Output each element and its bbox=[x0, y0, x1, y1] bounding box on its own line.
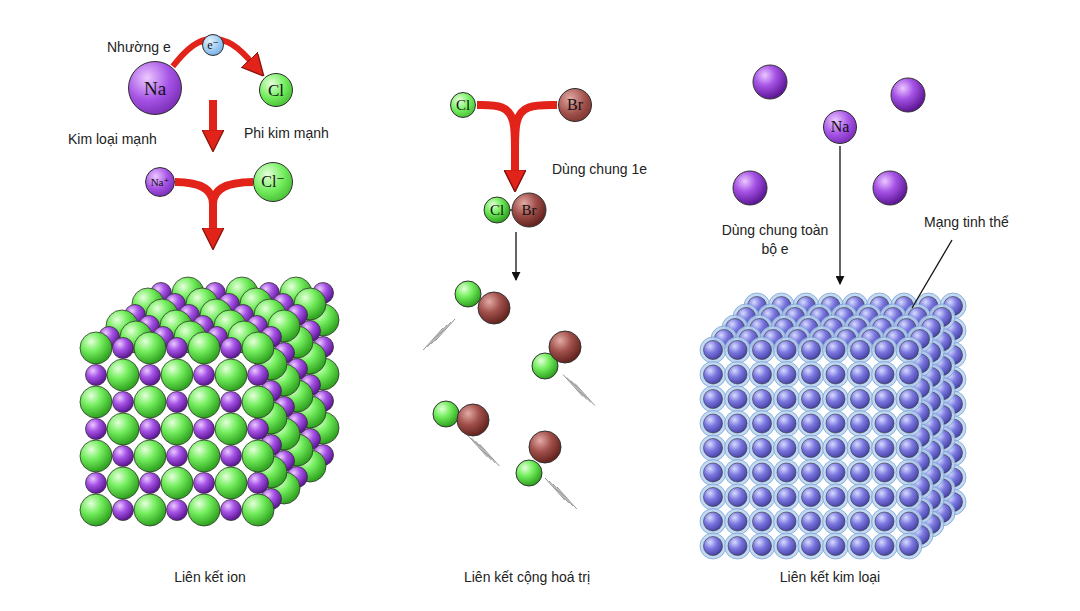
atom-symbol: Na⁺ bbox=[151, 177, 170, 188]
pointer-arrow bbox=[839, 146, 840, 284]
atom-circle: Cl bbox=[259, 73, 293, 107]
leader-line bbox=[912, 240, 952, 308]
atom-circle: Br bbox=[558, 88, 592, 122]
merge-arrow bbox=[213, 182, 253, 232]
merge-arrow bbox=[175, 182, 213, 232]
atom-symbol: Cl bbox=[490, 203, 504, 218]
atom-symbol: Br bbox=[567, 97, 583, 113]
annotation-label: Kim loại mạnh bbox=[68, 130, 157, 149]
annotation-label: Dùng chung 1e bbox=[552, 160, 647, 179]
nacl-crystal bbox=[80, 277, 339, 526]
atom-symbol: Cl⁻ bbox=[261, 174, 285, 190]
atom-symbol: Cl bbox=[268, 82, 284, 99]
atom-circle: Na bbox=[823, 110, 857, 144]
flying-molecules bbox=[423, 281, 595, 509]
annotation-label: Mạng tinh thể bbox=[924, 213, 1009, 232]
annotation-label: Dùng chung toàn bộ e bbox=[719, 221, 831, 259]
atom-circle: e⁻ bbox=[202, 34, 224, 56]
annotation-label: Phi kim mạnh bbox=[244, 124, 329, 143]
reaction-arrow bbox=[515, 105, 557, 174]
pointer-arrow bbox=[515, 232, 516, 280]
process-arrow bbox=[209, 100, 217, 134]
metal-lattice bbox=[700, 293, 966, 559]
atom-symbol: Cl bbox=[456, 98, 470, 113]
annotation-label: Nhường e bbox=[107, 38, 171, 57]
atom-circle: Na bbox=[128, 61, 182, 115]
panel-caption: Liên kết cộng hoá trị bbox=[464, 568, 590, 587]
atom-symbol: e⁻ bbox=[207, 39, 219, 51]
panel-caption: Liên kết ion bbox=[174, 568, 246, 587]
atom-circle: Cl bbox=[450, 92, 476, 118]
atom-circle: Cl⁻ bbox=[253, 162, 293, 202]
atom-symbol: Na bbox=[144, 79, 166, 98]
panel-caption: Liên kết kim loại bbox=[780, 568, 880, 587]
molecule-node: Cl Br bbox=[483, 193, 547, 227]
atom-symbol: Br bbox=[522, 203, 537, 218]
atom-circle: Na⁺ bbox=[145, 167, 175, 197]
reaction-arrow bbox=[477, 105, 515, 174]
atom-symbol: Na bbox=[831, 119, 850, 135]
na-atoms bbox=[733, 65, 925, 205]
